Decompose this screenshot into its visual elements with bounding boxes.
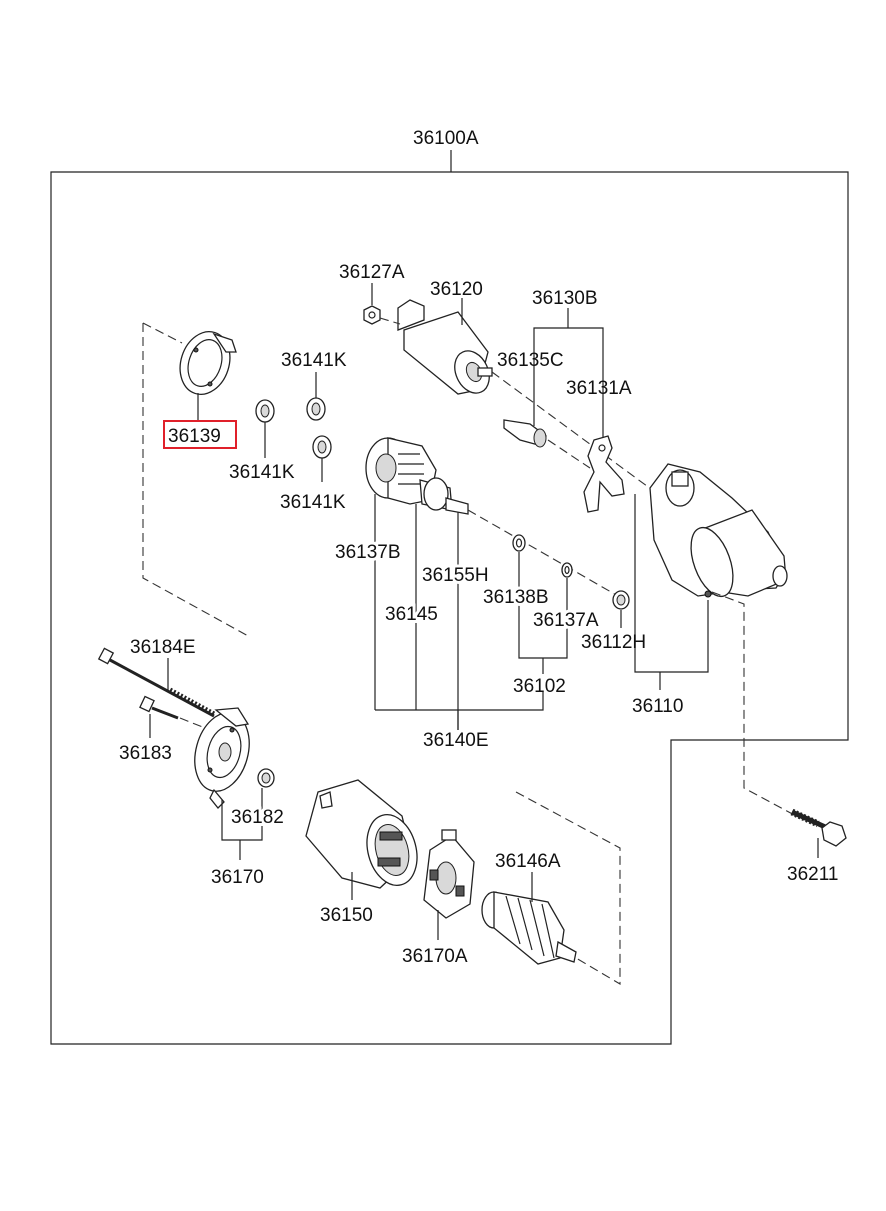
- label-36138B[interactable]: 36138B: [480, 584, 552, 611]
- part-36135C-spring: [503, 419, 547, 448]
- label-36131A[interactable]: 36131A: [566, 378, 632, 399]
- label-36141K-mid[interactable]: 36141K: [229, 462, 295, 483]
- highlight-box-36139: [163, 420, 237, 449]
- bracket-36170: [221, 788, 263, 841]
- label-36150[interactable]: 36150: [320, 905, 373, 926]
- part-36137A-washer: [561, 562, 573, 578]
- part-36146A-armature: [481, 891, 577, 965]
- part-36150-yoke: [305, 779, 418, 889]
- guide-solenoid-frame: [491, 371, 656, 493]
- label-36183[interactable]: 36183: [119, 743, 172, 764]
- label-36127A[interactable]: 36127A: [339, 262, 405, 283]
- label-36102[interactable]: 36102: [513, 676, 566, 697]
- label-36145[interactable]: 36145: [382, 601, 441, 628]
- label-36137B[interactable]: 36137B: [332, 539, 404, 566]
- part-36141K-top: [306, 397, 326, 421]
- label-36139[interactable]: 36139: [168, 426, 221, 447]
- part-36182-bushing: [257, 768, 275, 788]
- label-36170A[interactable]: 36170A: [402, 946, 468, 967]
- guide-left-dashed: [142, 323, 251, 638]
- part-36131A-lever: [583, 435, 625, 513]
- assembly-frame: [50, 171, 849, 1045]
- guide-lever: [547, 439, 591, 469]
- guide-top-dashed: [142, 322, 183, 344]
- part-36112H-bushing: [612, 590, 630, 610]
- label-36135C[interactable]: 36135C: [497, 350, 564, 371]
- part-36184E-bolt: [97, 647, 216, 718]
- part-36170-end-cover: [194, 707, 250, 809]
- guide-screw: [179, 717, 211, 731]
- label-36182[interactable]: 36182: [228, 804, 287, 831]
- bracket-36110: [634, 494, 709, 673]
- label-36146A[interactable]: 36146A: [495, 851, 561, 872]
- guide-right-dashed: [711, 591, 801, 819]
- part-36211-bolt: [790, 808, 847, 847]
- bracket-36140E: [375, 692, 544, 711]
- label-36120[interactable]: 36120: [430, 279, 483, 300]
- part-36155H-shaft: [445, 497, 469, 515]
- guide-shaft: [467, 509, 626, 601]
- label-36141K-top[interactable]: 36141K: [281, 350, 347, 371]
- label-36184E[interactable]: 36184E: [130, 637, 196, 658]
- label-36141K-bot[interactable]: 36141K: [280, 492, 346, 513]
- label-main-assembly[interactable]: 36100A: [413, 128, 479, 149]
- part-36141K-mid: [255, 399, 275, 423]
- label-36211[interactable]: 36211: [787, 864, 838, 885]
- part-36139-cover: [179, 331, 237, 395]
- guide-nut-solenoid: [379, 317, 401, 325]
- part-36138B-washer: [512, 534, 526, 552]
- part-36170A-brush-holder: [423, 829, 475, 919]
- label-36130B[interactable]: 36130B: [532, 288, 598, 309]
- part-36141K-bot: [312, 435, 332, 459]
- label-36110[interactable]: 36110: [632, 696, 683, 717]
- part-36120-solenoid: [397, 299, 493, 395]
- part-36183-screw: [139, 695, 179, 720]
- part-36127A-nut: [363, 305, 381, 325]
- label-36137A[interactable]: 36137A: [530, 607, 602, 634]
- part-36110-housing: [649, 463, 788, 598]
- part-36145-pinion: [419, 477, 453, 511]
- label-36140E[interactable]: 36140E: [423, 730, 489, 751]
- label-36155H[interactable]: 36155H: [419, 562, 492, 589]
- label-36112H[interactable]: 36112H: [581, 632, 646, 653]
- guide-bottom-dashed: [515, 791, 621, 985]
- label-36170[interactable]: 36170: [211, 867, 264, 888]
